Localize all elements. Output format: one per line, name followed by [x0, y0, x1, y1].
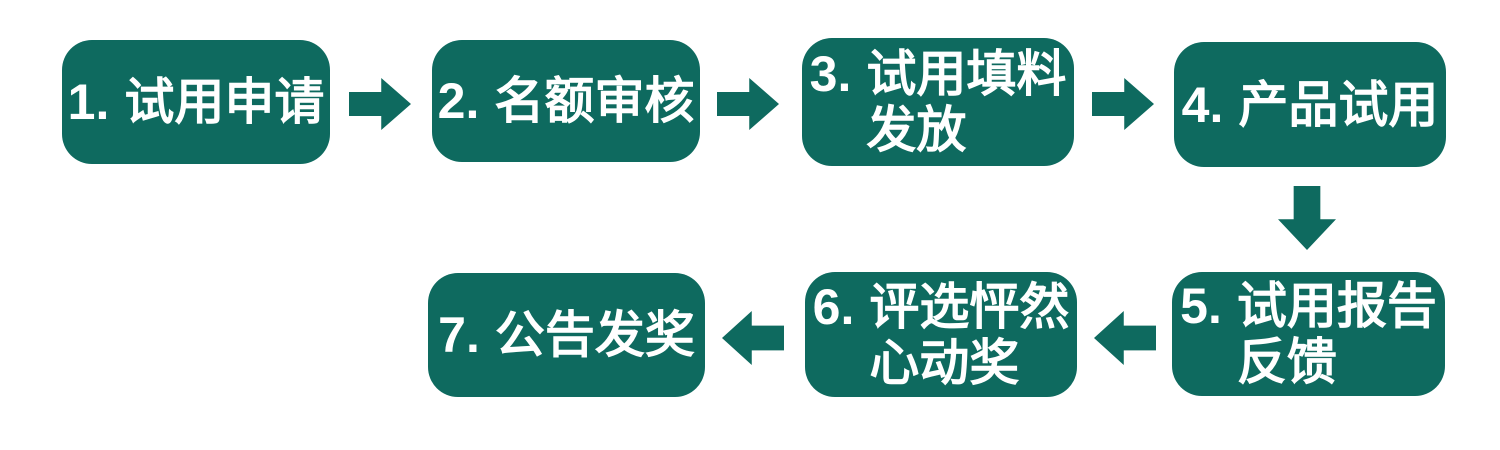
- step-1-label: 1. 试用申请: [68, 74, 325, 130]
- step-7-label: 7. 公告发奖: [438, 307, 695, 363]
- step-6-number: 6.: [812, 278, 855, 335]
- step-5-text-line1: 试用报告: [1236, 278, 1437, 334]
- step-2-number: 2.: [437, 73, 480, 129]
- arrow-right-icon-step3-step4: [1092, 78, 1154, 130]
- arrow-left-icon-step6-step7: [722, 311, 784, 365]
- arrow-right-icon-step1-step2: [349, 78, 411, 130]
- step-1-text-line1: 试用申请: [124, 74, 325, 130]
- step-7-text-line1: 公告发奖: [494, 307, 695, 363]
- step-box-7: 7. 公告发奖: [428, 273, 705, 397]
- step-3-text-line2: 发放: [866, 102, 967, 158]
- step-6-label: 6. 评选怦然 心动奖: [813, 279, 1070, 391]
- step-1-number: 1.: [67, 74, 110, 130]
- step-2-text-line1: 名额审核: [494, 73, 695, 129]
- step-box-2: 2. 名额审核: [432, 40, 700, 162]
- step-box-6: 6. 评选怦然 心动奖: [805, 272, 1077, 397]
- step-4-number: 4.: [1181, 76, 1224, 133]
- step-3-text-line1: 试用填料: [866, 46, 1067, 102]
- step-4-text-line1: 产品试用: [1238, 76, 1439, 133]
- step-box-4: 4. 产品试用: [1174, 42, 1446, 167]
- step-5-number: 5.: [1180, 278, 1222, 334]
- step-6-text-line1: 评选怦然: [869, 278, 1070, 335]
- step-4-label: 4. 产品试用: [1182, 77, 1439, 133]
- step-box-3: 3. 试用填料 发放: [802, 38, 1074, 166]
- step-5-text-line2: 反馈: [1236, 334, 1337, 390]
- step-7-number: 7.: [438, 307, 480, 363]
- step-3-label: 3. 试用填料 发放: [810, 46, 1067, 158]
- arrow-left-icon-step5-step6: [1094, 311, 1156, 365]
- arrow-down-icon-step4-step5: [1278, 186, 1336, 250]
- step-box-1: 1. 试用申请: [62, 40, 330, 164]
- step-6-text-line2: 心动奖: [869, 334, 1020, 391]
- step-2-label: 2. 名额审核: [438, 73, 695, 129]
- step-3-number: 3.: [809, 46, 852, 102]
- step-box-5: 5. 试用报告 反馈: [1172, 272, 1445, 396]
- arrow-right-icon-step2-step3: [717, 78, 779, 130]
- step-5-label: 5. 试用报告 反馈: [1180, 278, 1437, 390]
